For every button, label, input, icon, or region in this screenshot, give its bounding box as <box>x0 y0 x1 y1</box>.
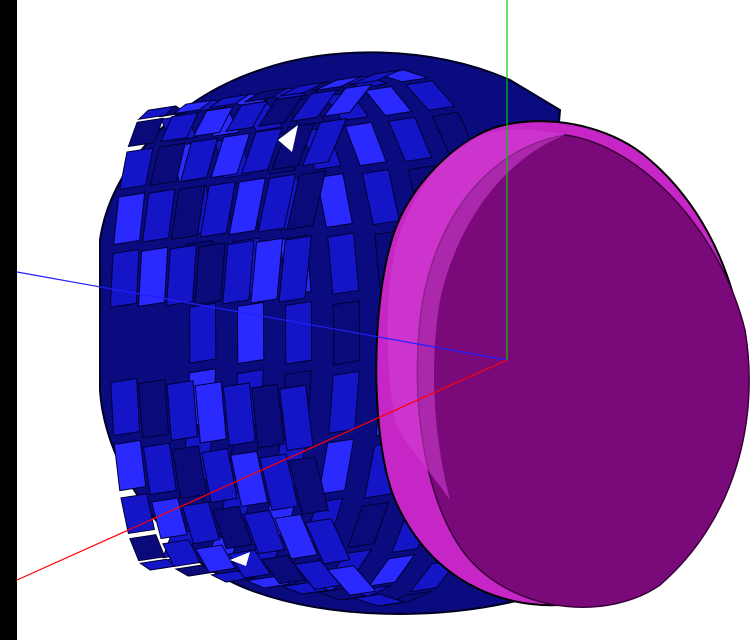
barrel-block <box>208 93 250 109</box>
barrel-block <box>120 493 155 535</box>
barrel-block <box>278 235 312 303</box>
barrel-block <box>259 453 299 511</box>
barrel-block <box>344 121 387 167</box>
barrel-block <box>160 111 199 143</box>
barrel-block <box>192 106 234 138</box>
barrel-block <box>318 438 355 495</box>
barrel-block <box>288 456 330 515</box>
barrel-block <box>162 539 201 567</box>
barrel-block <box>364 85 413 116</box>
barrel-block <box>304 518 351 565</box>
barrel-block <box>322 83 373 117</box>
barrel-block <box>290 89 339 122</box>
barrel-block <box>387 116 433 163</box>
x-axis-line <box>16 359 508 581</box>
barrel-block <box>327 232 360 295</box>
barrel-block <box>139 558 178 571</box>
barrel-block <box>332 300 361 366</box>
barrel-block <box>109 248 140 308</box>
barrel-block <box>367 554 416 587</box>
barrel-block <box>119 147 154 190</box>
barrel-block <box>189 302 217 364</box>
barrel-block <box>110 377 141 437</box>
gap-highlights <box>230 125 298 566</box>
barrel-block <box>244 87 288 103</box>
barrel-block <box>250 237 284 304</box>
barrel-block <box>141 188 176 243</box>
barrel-block <box>113 439 147 492</box>
barrel-block <box>174 564 216 577</box>
barrel-block <box>137 105 176 121</box>
z-axis-line <box>16 271 508 361</box>
barrel-block <box>347 501 390 549</box>
barrel-block <box>314 75 363 92</box>
barrel-block <box>301 117 348 167</box>
barrel-block <box>149 142 186 187</box>
barrel-block <box>284 300 313 365</box>
barrel-block <box>194 242 226 306</box>
barrel-block <box>142 442 177 496</box>
barrel-block <box>199 181 236 238</box>
barrel-block <box>279 384 314 452</box>
barrel-block <box>170 184 206 241</box>
barrel-block <box>243 509 286 555</box>
barrel-block <box>286 169 327 231</box>
barrel-block <box>166 244 197 307</box>
barrel-block <box>353 593 405 607</box>
barrel-block <box>222 382 256 447</box>
barrel-block <box>240 127 283 175</box>
endcap-highlight-band <box>387 129 565 500</box>
barrel-block <box>181 501 221 545</box>
barrel-block <box>405 80 456 111</box>
barrel-block <box>230 450 269 507</box>
barrel-block <box>328 370 360 434</box>
barrel-block <box>129 534 166 562</box>
barrel-block <box>166 380 198 442</box>
barrel-block <box>210 132 251 179</box>
barrel-block <box>212 505 253 550</box>
barrel-block <box>225 100 269 133</box>
barrel-block <box>113 192 146 246</box>
barrel-block <box>137 246 169 308</box>
barrel-block <box>127 117 164 148</box>
barrel-block <box>172 99 214 115</box>
coordinate-axes <box>16 0 508 581</box>
barrel-block <box>293 560 342 591</box>
barrel-block <box>179 137 219 183</box>
barrel-block <box>201 448 238 503</box>
barrel-block <box>228 177 266 236</box>
barrel-block <box>171 445 208 500</box>
barrel-block <box>257 94 304 127</box>
barrel-block <box>257 173 297 233</box>
barrel-block <box>279 81 325 97</box>
barrel-block <box>194 381 227 444</box>
viewport-left-border <box>0 0 17 640</box>
barrel-block <box>273 513 319 560</box>
barrel-block <box>316 173 353 228</box>
barrel-block <box>222 239 255 305</box>
barrel-block <box>236 301 265 365</box>
barrel-block <box>326 565 377 596</box>
barrel-block <box>349 69 400 86</box>
endcap-disk <box>375 120 750 608</box>
barrel-block <box>260 554 307 585</box>
barrel-block <box>194 544 236 573</box>
barrel-block <box>250 383 285 449</box>
barrel-block <box>138 378 170 439</box>
